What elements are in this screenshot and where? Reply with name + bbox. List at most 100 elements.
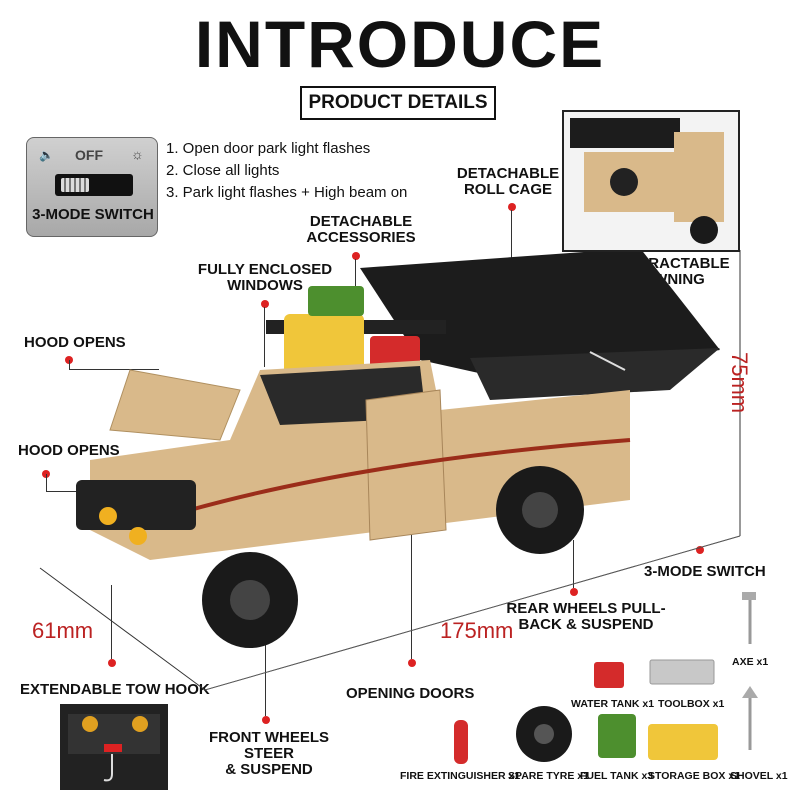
storage-box-icon (284, 314, 364, 374)
water-tank-icon (594, 662, 624, 688)
awning-top (360, 248, 720, 380)
mode-item: 3. Park light flashes + High beam on (166, 184, 408, 201)
inset-awning (570, 118, 680, 148)
callout-line: WINDOWS (227, 277, 303, 294)
accessory-icons (594, 592, 758, 750)
accessory-label-spare-tyre: SPARE TYRE x1 (508, 770, 589, 782)
mode-switch-label: 3-MODE SWITCH (32, 206, 154, 223)
leader-line (264, 307, 265, 367)
front-bumper (76, 480, 196, 530)
callout-line: & SUSPEND (225, 761, 313, 778)
accessory-icons-row2 (454, 706, 718, 764)
off-label: OFF (75, 147, 103, 163)
body-stripe (189, 438, 631, 512)
toolbox-icon (649, 659, 715, 685)
tow-hook-icon (103, 754, 113, 782)
callout-roll-cage: DETACHABLE ROLL CAGE (440, 166, 576, 198)
inset-fog-light (132, 716, 148, 732)
callout-dot (261, 300, 269, 308)
callout-dot (570, 588, 578, 596)
open-hood (109, 369, 241, 441)
truck-illustration (76, 248, 720, 648)
dimension-length-line (204, 535, 741, 691)
inset-spare-tyre (610, 168, 638, 196)
storage-box-icon (648, 724, 718, 760)
dim-width: 61mm (32, 618, 94, 643)
accessory-label-axe: AXE x1 (732, 656, 769, 668)
callout-hood-opens-1: HOOD OPENS (24, 334, 126, 351)
leader-line (69, 369, 159, 370)
leader-line (265, 640, 266, 716)
fuel-tank-icon (598, 714, 636, 758)
leader-line (355, 259, 356, 289)
callout-line: DETACHABLE (456, 165, 560, 182)
mode-switch-list: 1. Open door park light flashes 2. Close… (166, 138, 407, 204)
mode-item: 2. Close all lights (166, 162, 280, 179)
callout-line: FRONT WHEELS STEER (209, 729, 329, 762)
inset-roll-cage-view (562, 110, 740, 252)
inset-winch (104, 744, 122, 752)
awning-panel (470, 348, 720, 400)
callout-front-wheels: FRONT WHEELS STEER & SUSPEND (184, 730, 354, 778)
mode-switch-panel: 🔈 OFF ☼ 3-MODE SWITCH (26, 137, 158, 237)
inset-tow-hook-view (60, 704, 168, 790)
callout-rear-wheels: REAR WHEELS PULL- BACK & SUSPEND (498, 601, 674, 633)
callout-hood-opens-2: HOOD OPENS (18, 442, 120, 459)
accessory-label-shovel: SHOVEL x1 (730, 770, 788, 782)
callout-opening-doors: OPENING DOORS (346, 685, 475, 702)
fire-extinguisher-icon (454, 720, 468, 764)
spare-tyre-hub (534, 724, 554, 744)
callout-line: ROLL CAGE (463, 181, 553, 198)
callout-dot (696, 546, 704, 554)
light-icon: ☼ (131, 146, 144, 162)
callout-line: ACCESSORIES (306, 229, 416, 246)
callout-dot (408, 659, 416, 667)
callout-windows: FULLY ENCLOSED WINDOWS (190, 262, 340, 294)
truck-body (90, 360, 630, 560)
accessory-label-toolbox: TOOLBOX x1 (658, 698, 725, 710)
shovel-head (742, 686, 758, 698)
callout-line: DETACHABLE (309, 213, 413, 230)
callout-dot (262, 716, 270, 724)
leader-line (511, 210, 512, 265)
callout-dot (508, 203, 516, 211)
leader-line (69, 360, 70, 370)
dim-length: 175mm (440, 618, 514, 643)
leader-line (573, 540, 574, 588)
accessory-label-storage-box: STORAGE BOX x1 (648, 770, 740, 782)
leader-line (46, 491, 86, 492)
callout-line: REAR WHEELS PULL- (506, 600, 666, 617)
front-wheel-hub (230, 580, 270, 620)
callout-accessories: DETACHABLE ACCESSORIES (296, 214, 426, 246)
rear-wheel-hub (522, 492, 558, 528)
leader-line (111, 585, 112, 659)
leader-line (46, 474, 47, 492)
fog-light-icon (99, 507, 117, 525)
leader-line (411, 515, 412, 659)
callout-tow-hook: EXTENDABLE TOW HOOK (20, 681, 210, 698)
inset-wheel (690, 216, 718, 244)
fuel-tank-icon (308, 286, 364, 316)
fog-light-icon (129, 527, 147, 545)
page-title: INTRODUCE (194, 7, 606, 81)
awning-arrow (589, 351, 626, 371)
inset-illustration (570, 118, 724, 244)
switch-knob (61, 178, 89, 192)
axe-head (742, 592, 756, 600)
speaker-icon: 🔈 (39, 148, 54, 162)
accessory-label-fire-extinguisher: FIRE EXTINGUISHER x1 (400, 770, 521, 782)
inset-fog-light (82, 716, 98, 732)
inset-cab (674, 132, 724, 222)
callout-line: BACK & SUSPEND (518, 616, 654, 633)
switch-track (55, 174, 133, 196)
callout-dot (352, 252, 360, 260)
callout-line: FULLY ENCLOSED (197, 261, 333, 278)
callout-3-mode-switch: 3-MODE SWITCH (644, 563, 766, 580)
callout-dot (108, 659, 116, 667)
inset-tow-hook-illustration (68, 714, 160, 782)
mode-item: 1. Open door park light flashes (166, 140, 371, 157)
subtitle-box: PRODUCT DETAILS (300, 86, 496, 120)
accessory-label-fuel-tank: FUEL TANK x3 (580, 770, 654, 782)
